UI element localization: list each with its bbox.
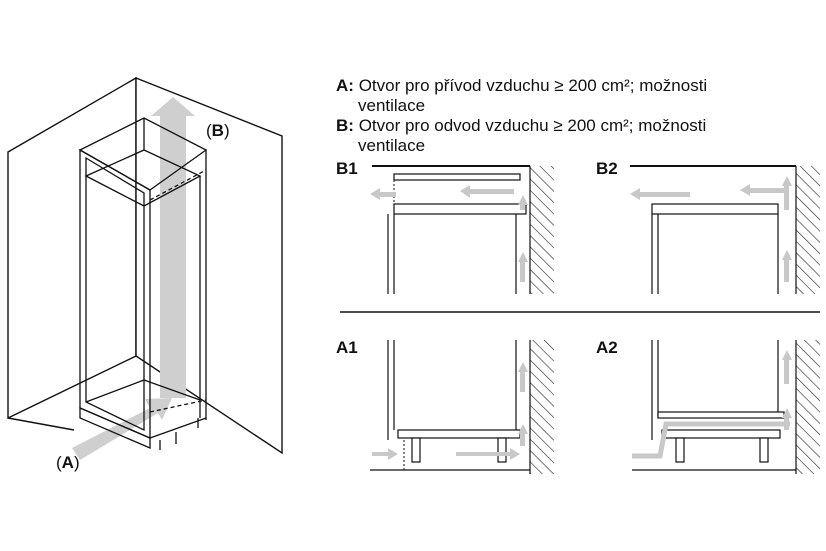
panel-label-a2: A2 [596,338,618,357]
callout-b-letter: B [211,121,224,140]
left-wall [7,76,137,420]
tall-cabinet [78,117,208,450]
airflow-arrow-up [151,97,195,398]
callout-a-letter: A [61,453,74,472]
legend-a: A: Otvor pro přívod vzduchu ≥ 200 cm²; m… [336,76,707,96]
niche-perspective [7,76,283,455]
panel-label-b2: B2 [596,159,618,178]
legend-b-cont: ventilace [358,136,426,155]
panel-b1-drawing [370,165,554,294]
callout-a: (A) [56,453,80,473]
callout-b-close: ) [223,121,230,140]
callout-a-open: ( [56,453,62,472]
legend-a-text: Otvor pro přívod vzduchu ≥ 200 cm²; možn… [358,76,708,95]
legend-b: B: Otvor pro odvod vzduchu ≥ 200 cm²; mo… [336,116,706,136]
airflow-arrow-in [72,398,172,460]
legend-b-key: B: [336,116,354,135]
legend-b-text: Otvor pro odvod vzduchu ≥ 200 cm²; možno… [358,116,707,135]
panel-label-b1: B1 [336,159,358,178]
panel-label-a1: A1 [336,338,358,357]
panel-a2-drawing [632,340,820,474]
legend-a-key: A: [336,76,354,95]
callout-b: (B) [206,121,230,141]
legend-a-cont: ventilace [358,96,426,115]
callout-a-close: ) [73,453,80,472]
panel-a1-drawing [370,340,554,474]
panel-b2-drawing [630,165,820,294]
callout-b-open: ( [206,121,212,140]
